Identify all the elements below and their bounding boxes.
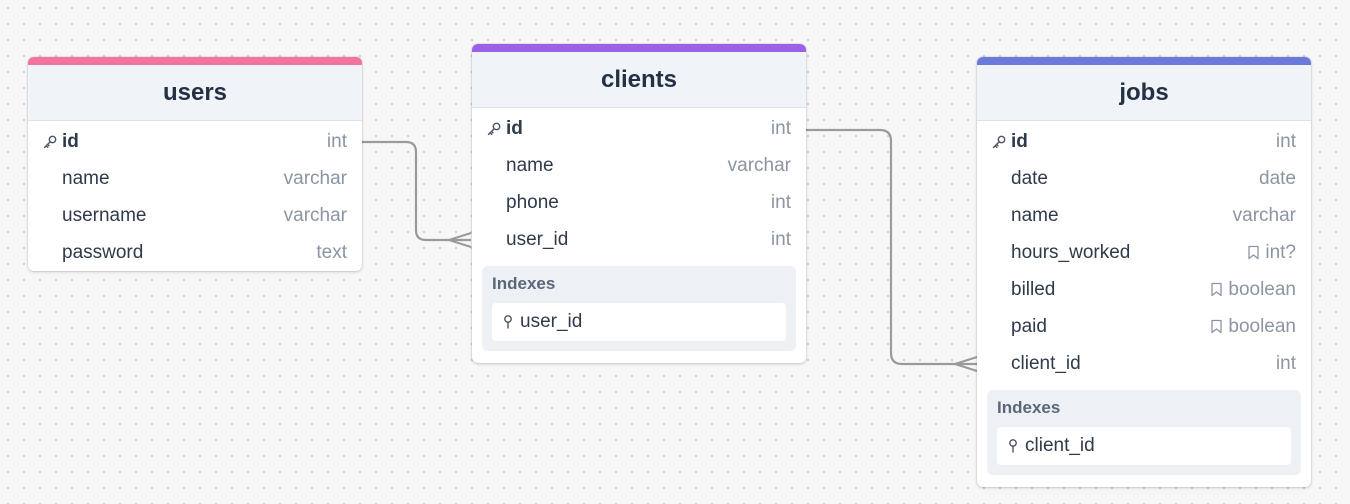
column-name: name: [506, 154, 554, 176]
indexes-section: Indexes client_id: [987, 390, 1301, 475]
column-type-label: boolean: [1228, 315, 1296, 337]
indexes-title: Indexes: [492, 274, 556, 293]
column-type: int: [771, 192, 791, 214]
bookmark-icon[interactable]: [1210, 282, 1223, 297]
table-color-bar: [977, 57, 1311, 65]
column-type-label: date: [1259, 167, 1296, 189]
column-type: int?: [1247, 242, 1296, 264]
column-type: int: [1276, 353, 1296, 375]
column-name: client_id: [1011, 352, 1081, 374]
table-title[interactable]: jobs: [977, 65, 1311, 121]
column-name: date: [1011, 167, 1048, 189]
relation-users-clients: [362, 140, 471, 242]
table-row[interactable]: billed boolean: [977, 271, 1311, 308]
column-type-label: int?: [1265, 241, 1296, 263]
column-type-label: int: [326, 130, 347, 152]
table-row[interactable]: hours_worked int?: [977, 234, 1311, 271]
crowfoot-jobs-client-id: [954, 355, 978, 373]
column-list: id int name varchar phone int user_id int: [472, 108, 806, 258]
table-row[interactable]: paid boolean: [977, 308, 1311, 345]
table-row[interactable]: id int: [977, 123, 1311, 160]
index-pin-icon: [502, 314, 514, 330]
index-label: client_id: [1025, 435, 1095, 456]
relation-clients-jobs: [806, 128, 977, 366]
column-name: phone: [506, 191, 559, 213]
column-name: id: [506, 117, 523, 139]
table-color-bar: [472, 44, 806, 52]
column-type: int: [1276, 131, 1296, 153]
table-title[interactable]: users: [28, 65, 362, 121]
table-row[interactable]: id int: [472, 110, 806, 147]
index-pin-icon: [1007, 438, 1019, 454]
column-type-label: int: [1275, 352, 1296, 374]
column-type: varchar: [284, 168, 347, 190]
table-users[interactable]: users id int name varchar username varchar pas…: [28, 57, 362, 271]
column-name: user_id: [506, 228, 569, 250]
column-name: password: [62, 241, 144, 263]
column-name: name: [62, 167, 110, 189]
table-row[interactable]: client_id int: [977, 345, 1311, 382]
column-name: name: [1011, 204, 1059, 226]
column-name: id: [1011, 130, 1028, 152]
indexes-title: Indexes: [997, 398, 1061, 417]
crowfoot-clients-user-id: [448, 231, 472, 249]
column-name: billed: [1011, 278, 1056, 300]
table-row[interactable]: date date: [977, 160, 1311, 197]
column-type: boolean: [1210, 279, 1296, 301]
column-type-label: varchar: [727, 154, 791, 176]
column-type-label: int: [770, 191, 791, 213]
column-type: varchar: [728, 155, 791, 177]
index-label: user_id: [520, 311, 583, 332]
column-type: text: [316, 242, 347, 264]
column-type-label: int: [1275, 130, 1296, 152]
column-type-label: int: [770, 228, 791, 250]
key-icon: [991, 134, 1011, 150]
table-row[interactable]: phone int: [472, 184, 806, 221]
column-type: boolean: [1210, 316, 1296, 338]
index-row[interactable]: user_id: [492, 303, 786, 341]
table-jobs[interactable]: jobs id int date date name varchar hours_worke…: [977, 57, 1311, 487]
column-type-label: varchar: [283, 204, 347, 226]
table-row[interactable]: name varchar: [28, 160, 362, 197]
table-title[interactable]: clients: [472, 52, 806, 108]
column-list: id int date date name varchar hours_worked int?…: [977, 121, 1311, 382]
column-list: id int name varchar username varchar password t…: [28, 121, 362, 271]
column-type-label: varchar: [283, 167, 347, 189]
indexes-section: Indexes user_id: [482, 266, 796, 351]
table-row[interactable]: name varchar: [472, 147, 806, 184]
key-icon: [486, 121, 506, 137]
column-type: int: [327, 131, 347, 153]
table-row[interactable]: name varchar: [977, 197, 1311, 234]
column-type: date: [1259, 168, 1296, 190]
key-icon: [42, 134, 62, 150]
bookmark-icon[interactable]: [1247, 245, 1260, 260]
column-name: id: [62, 130, 79, 152]
bookmark-icon[interactable]: [1210, 319, 1223, 334]
column-type: varchar: [1233, 205, 1296, 227]
table-row[interactable]: username varchar: [28, 197, 362, 234]
index-list: client_id: [997, 427, 1291, 465]
table-row[interactable]: password text: [28, 234, 362, 271]
column-type: int: [771, 118, 791, 140]
index-list: user_id: [492, 303, 786, 341]
column-type: varchar: [284, 205, 347, 227]
index-row[interactable]: client_id: [997, 427, 1291, 465]
table-row[interactable]: id int: [28, 123, 362, 160]
table-color-bar: [28, 57, 362, 65]
column-name: username: [62, 204, 147, 226]
column-type: int: [771, 229, 791, 251]
column-name: hours_worked: [1011, 241, 1131, 263]
column-type-label: int: [770, 117, 791, 139]
column-type-label: varchar: [1232, 204, 1296, 226]
table-row[interactable]: user_id int: [472, 221, 806, 258]
column-type-label: boolean: [1228, 278, 1296, 300]
column-name: paid: [1011, 315, 1047, 337]
column-type-label: text: [316, 241, 347, 263]
